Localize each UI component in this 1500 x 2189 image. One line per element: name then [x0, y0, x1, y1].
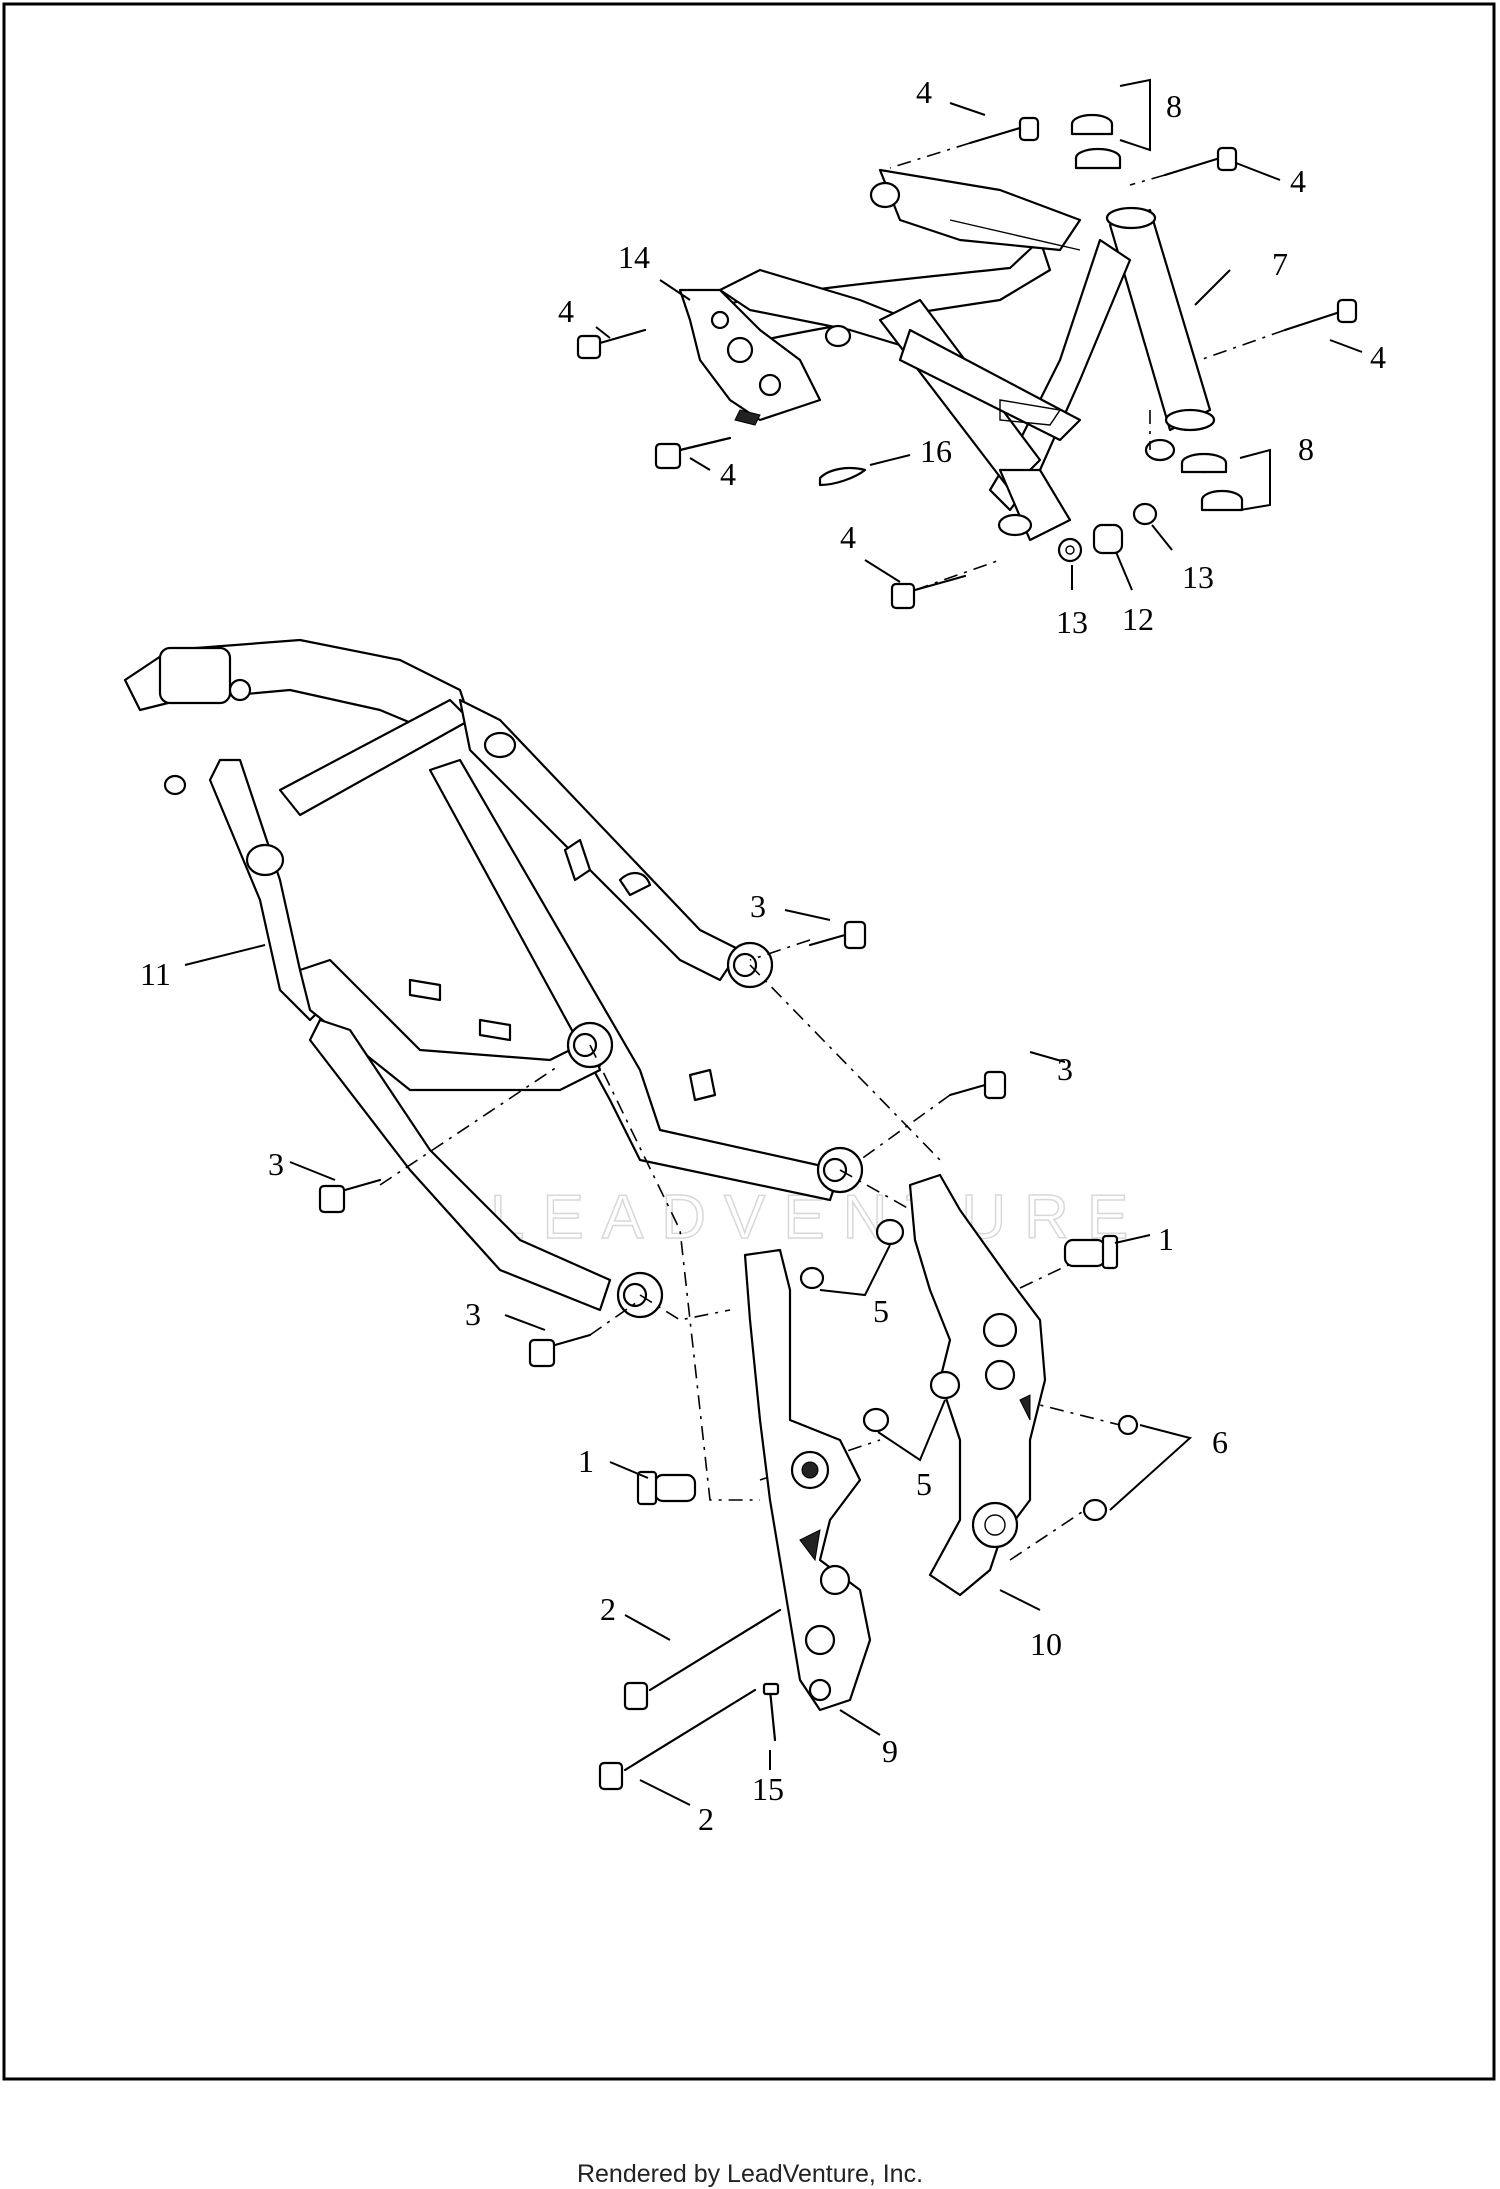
left-mount-plate [743, 1248, 872, 1712]
callout-4: 4 [916, 74, 932, 110]
callout-5: 5 [916, 1466, 932, 1502]
hardware-lower [598, 1218, 1139, 1791]
callout-4: 4 [720, 456, 736, 492]
callout-3: 3 [1057, 1051, 1073, 1087]
callout-1: 1 [578, 1443, 594, 1479]
bracket-plate [678, 288, 822, 426]
main-frame-assembly [123, 638, 864, 1319]
clip [818, 467, 867, 487]
front-frame-assembly [698, 168, 1216, 542]
right-mount-plate [908, 1173, 1047, 1597]
callout-13: 13 [1056, 604, 1088, 640]
callout-4: 4 [840, 519, 856, 555]
callout-1: 1 [1158, 1221, 1174, 1257]
bearing-set-top [1070, 113, 1122, 170]
bearing-set-bottom [1180, 452, 1244, 512]
callout-8: 8 [1166, 88, 1182, 124]
callout-8: 8 [1298, 431, 1314, 467]
callout-9: 9 [882, 1733, 898, 1769]
callout-16: 16 [920, 433, 952, 469]
spacer-and-washers [1057, 502, 1158, 563]
callout-2: 2 [698, 1801, 714, 1837]
callout-7: 7 [1272, 246, 1288, 282]
callout-13: 13 [1182, 559, 1214, 595]
callout-11: 11 [140, 956, 171, 992]
callout-4: 4 [558, 293, 574, 329]
footer-credit: Rendered by LeadVenture, Inc. [576, 2160, 924, 2188]
callout-3: 3 [268, 1146, 284, 1182]
callout-10: 10 [1030, 1626, 1062, 1662]
callout-3: 3 [750, 888, 766, 924]
diagram-border [2, 2, 1496, 2081]
callout-12: 12 [1122, 601, 1154, 637]
callout-3: 3 [465, 1296, 481, 1332]
callout-labels: 4 8 4 14 7 4 4 4 16 8 4 13 13 12 3 11 3 … [140, 74, 1386, 1837]
callout-4: 4 [1290, 163, 1306, 199]
callout-2: 2 [600, 1591, 616, 1627]
callout-4: 4 [1370, 339, 1386, 375]
callout-15: 15 [752, 1771, 784, 1807]
main-frame-bolts [318, 920, 1007, 1368]
callout-14: 14 [618, 239, 650, 275]
callout-6: 6 [1212, 1424, 1228, 1460]
callout-5: 5 [873, 1293, 889, 1329]
leader-lines [184, 78, 1363, 1806]
